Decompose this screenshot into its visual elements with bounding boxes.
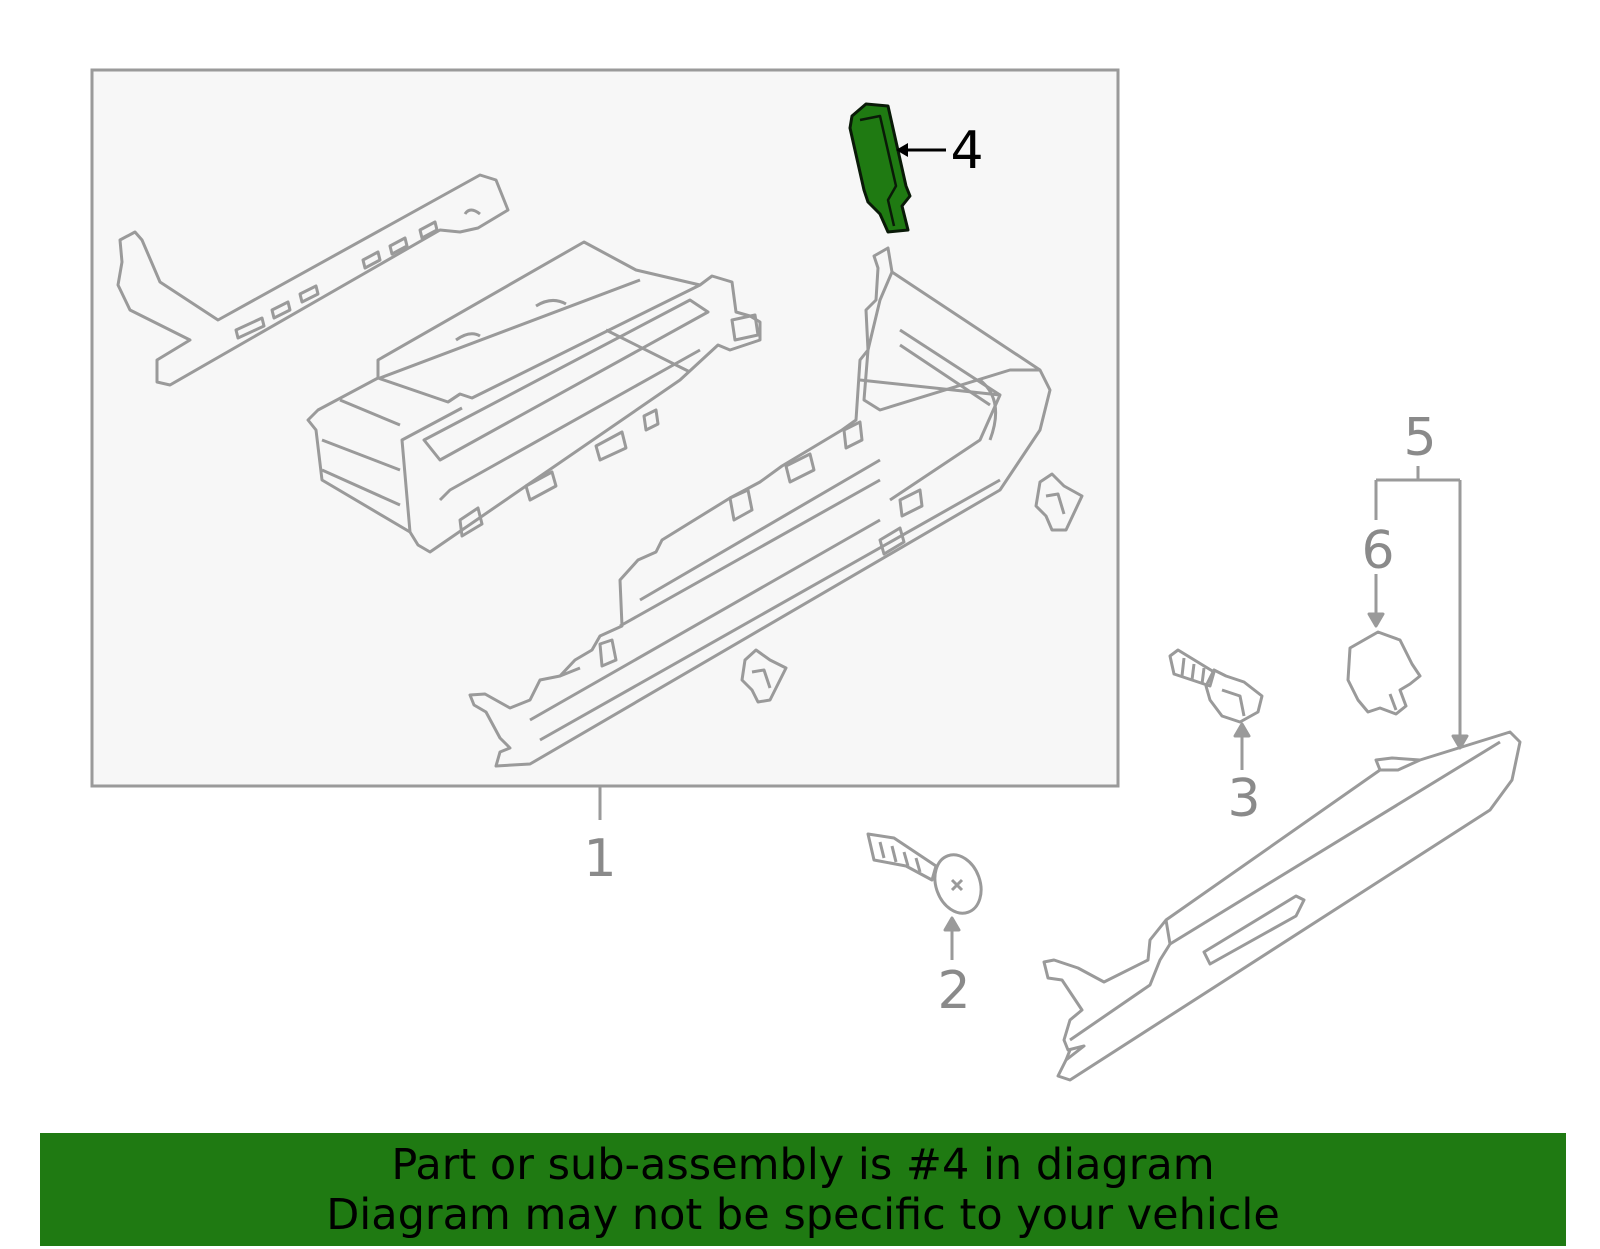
bumper-part-6 xyxy=(1346,630,1422,716)
lower-trim-panel xyxy=(468,246,1052,768)
highlighted-part-4 xyxy=(848,102,912,234)
callout-4: 4 xyxy=(950,121,983,181)
callout-bracket-5-6 xyxy=(1374,466,1462,742)
arrowhead-5 xyxy=(1451,734,1469,750)
retainer-clip xyxy=(740,648,788,704)
bolt-part-3 xyxy=(1168,648,1264,724)
caption-line-disclaimer: Diagram may not be specific to your vehi… xyxy=(326,1189,1280,1240)
caption-banner: Part or sub-assembly is #4 in diagram Di… xyxy=(40,1133,1566,1246)
callout-3: 3 xyxy=(1227,769,1260,829)
callout-1: 1 xyxy=(583,829,616,889)
caption-line-part-number: Part or sub-assembly is #4 in diagram xyxy=(391,1139,1215,1190)
push-clip xyxy=(1034,472,1084,532)
arrowhead-3 xyxy=(1233,722,1251,738)
reinforcement-bracket xyxy=(116,173,510,387)
callout-2: 2 xyxy=(937,961,970,1021)
callout-5: 5 xyxy=(1403,408,1436,468)
arrowhead-6 xyxy=(1367,612,1385,628)
glove-box-door-part-5 xyxy=(1042,730,1522,1082)
glove-box-bin xyxy=(306,240,762,554)
assembly-box xyxy=(90,68,1120,788)
arrowhead-2 xyxy=(943,916,961,932)
callout-6: 6 xyxy=(1361,521,1394,581)
screw-part-2 xyxy=(866,832,983,915)
arrowhead-4 xyxy=(896,143,908,157)
